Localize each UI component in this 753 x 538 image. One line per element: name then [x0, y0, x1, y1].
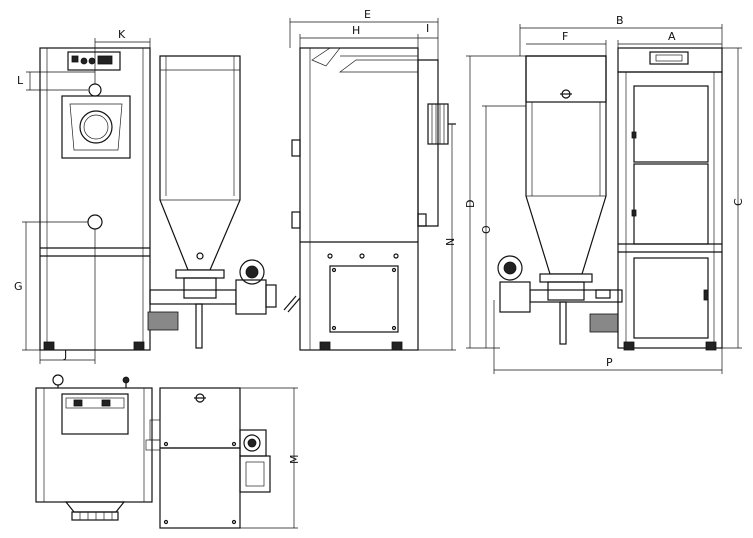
- dim-label-d: D: [464, 200, 477, 208]
- dim-label-n: N: [444, 238, 457, 246]
- dim-label-f: F: [562, 30, 568, 43]
- upper-connection: [88, 83, 102, 97]
- dim-label-j: J: [63, 348, 67, 361]
- fuel-hopper-rear: [525, 55, 607, 275]
- dim-label-i: I: [426, 22, 429, 35]
- lower-connection: [87, 214, 103, 230]
- top-view: M: [145, 387, 301, 529]
- middle-door: [633, 163, 709, 245]
- dim-label-e: E: [364, 8, 371, 21]
- dim-label-a: A: [668, 30, 676, 43]
- feeder-motor: [235, 279, 267, 315]
- dim-label-b: B: [616, 14, 624, 27]
- dim-label-k: K: [118, 28, 126, 41]
- dim-label-m: M: [288, 455, 301, 465]
- dim-label-o: O: [480, 225, 493, 234]
- front-view: K L G J: [14, 28, 277, 364]
- ash-door: [329, 265, 399, 333]
- side-view: E H I N: [283, 8, 457, 351]
- rear-view: B F A C D O P: [464, 14, 745, 374]
- feeder-motor-rear: [499, 281, 531, 313]
- dim-label-c: C: [732, 198, 745, 206]
- dim-label-l: L: [17, 74, 24, 87]
- inspection-window: [61, 95, 131, 159]
- flue-outlet: [417, 59, 439, 227]
- dim-label-g: G: [14, 280, 23, 293]
- bottom-front-view: [35, 374, 153, 521]
- dim-label-h: H: [352, 24, 360, 37]
- upper-door: [633, 85, 709, 163]
- dim-label-p: P: [606, 356, 613, 369]
- lower-door: [633, 257, 709, 339]
- fuel-hopper: [159, 55, 241, 271]
